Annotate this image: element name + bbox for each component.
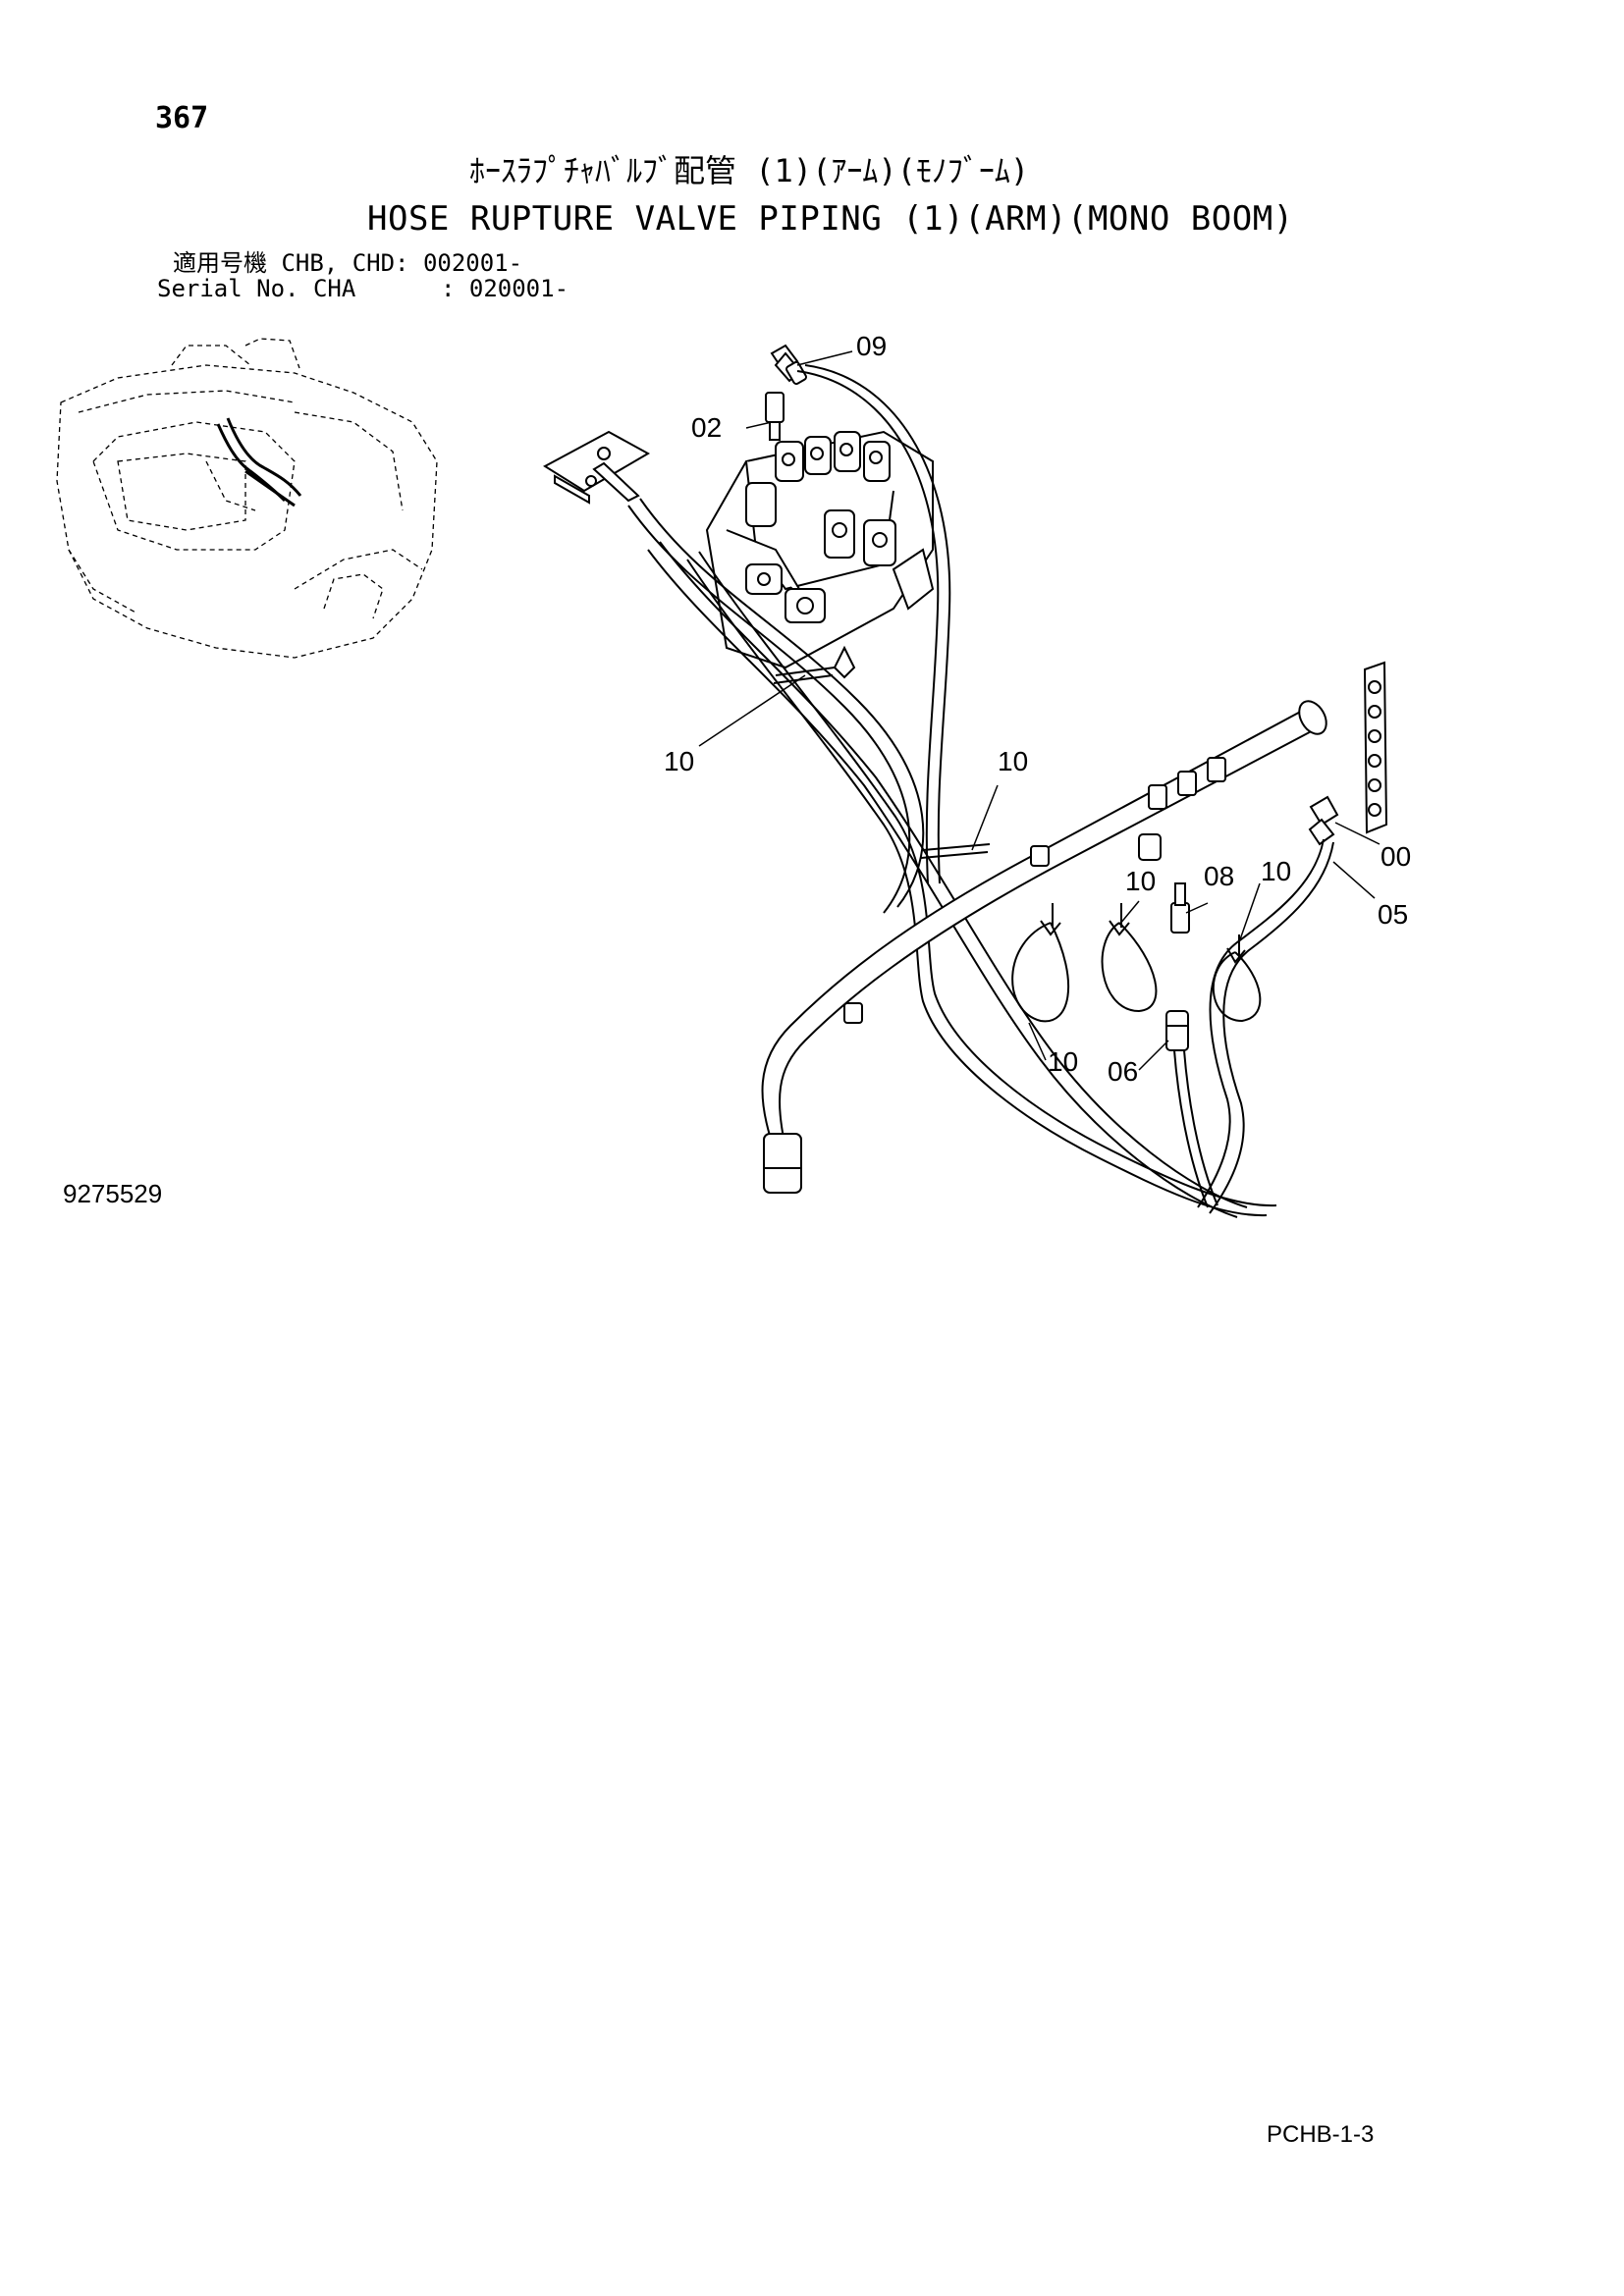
locator-thumbnail: [56, 338, 438, 659]
hose-05: [1197, 838, 1334, 1214]
fitting-06: [1165, 1010, 1189, 1051]
callout-10-bottom: 10: [1048, 1046, 1078, 1077]
hose-06: [1173, 1049, 1218, 1208]
leader-lines: [698, 350, 1380, 1071]
arm-pipe: [761, 700, 1327, 1194]
callout-02: 02: [691, 412, 722, 443]
callout-00: 00: [1380, 841, 1411, 872]
title-japanese: ﾎｰｽﾗﾌﾟﾁｬﾊﾞﾙﾌﾞ配管 (1)(ｱｰﾑ)(ﾓﾉﾌﾞｰﾑ): [469, 152, 1030, 189]
pipe-bosses: [843, 757, 1226, 1024]
callout-09: 09: [856, 331, 887, 361]
right-bracket: [1363, 661, 1388, 834]
callout-08: 08: [1204, 861, 1234, 891]
fitting-02: [765, 392, 785, 441]
locator-highlight: [216, 417, 302, 507]
document-code: 9275529: [63, 1179, 163, 1208]
fitting-08: [1170, 882, 1190, 934]
hose-09: [796, 364, 951, 884]
title-english: HOSE RUPTURE VALVE PIPING (1)(ARM)(MONO …: [367, 199, 1294, 239]
clamp-loops: [773, 667, 1262, 1023]
page-number: 367: [155, 101, 209, 135]
callout-10-a: 10: [1125, 866, 1156, 896]
serial-line-1: 適用号機 CHB, CHD: 002001-: [173, 249, 523, 277]
callout-10-b: 10: [1261, 856, 1291, 886]
control-valve: [705, 430, 935, 679]
callout-05: 05: [1378, 899, 1408, 930]
page-code: PCHB-1-3: [1267, 2121, 1375, 2148]
left-bracket: [543, 430, 651, 505]
serial-line-2: Serial No. CHA : 020001-: [157, 275, 569, 302]
fitting-09: [770, 344, 807, 386]
fitting-00: [1308, 795, 1339, 846]
callout-10-left: 10: [664, 746, 694, 776]
callout-06: 06: [1108, 1056, 1138, 1087]
callout-10-mid: 10: [998, 746, 1028, 776]
